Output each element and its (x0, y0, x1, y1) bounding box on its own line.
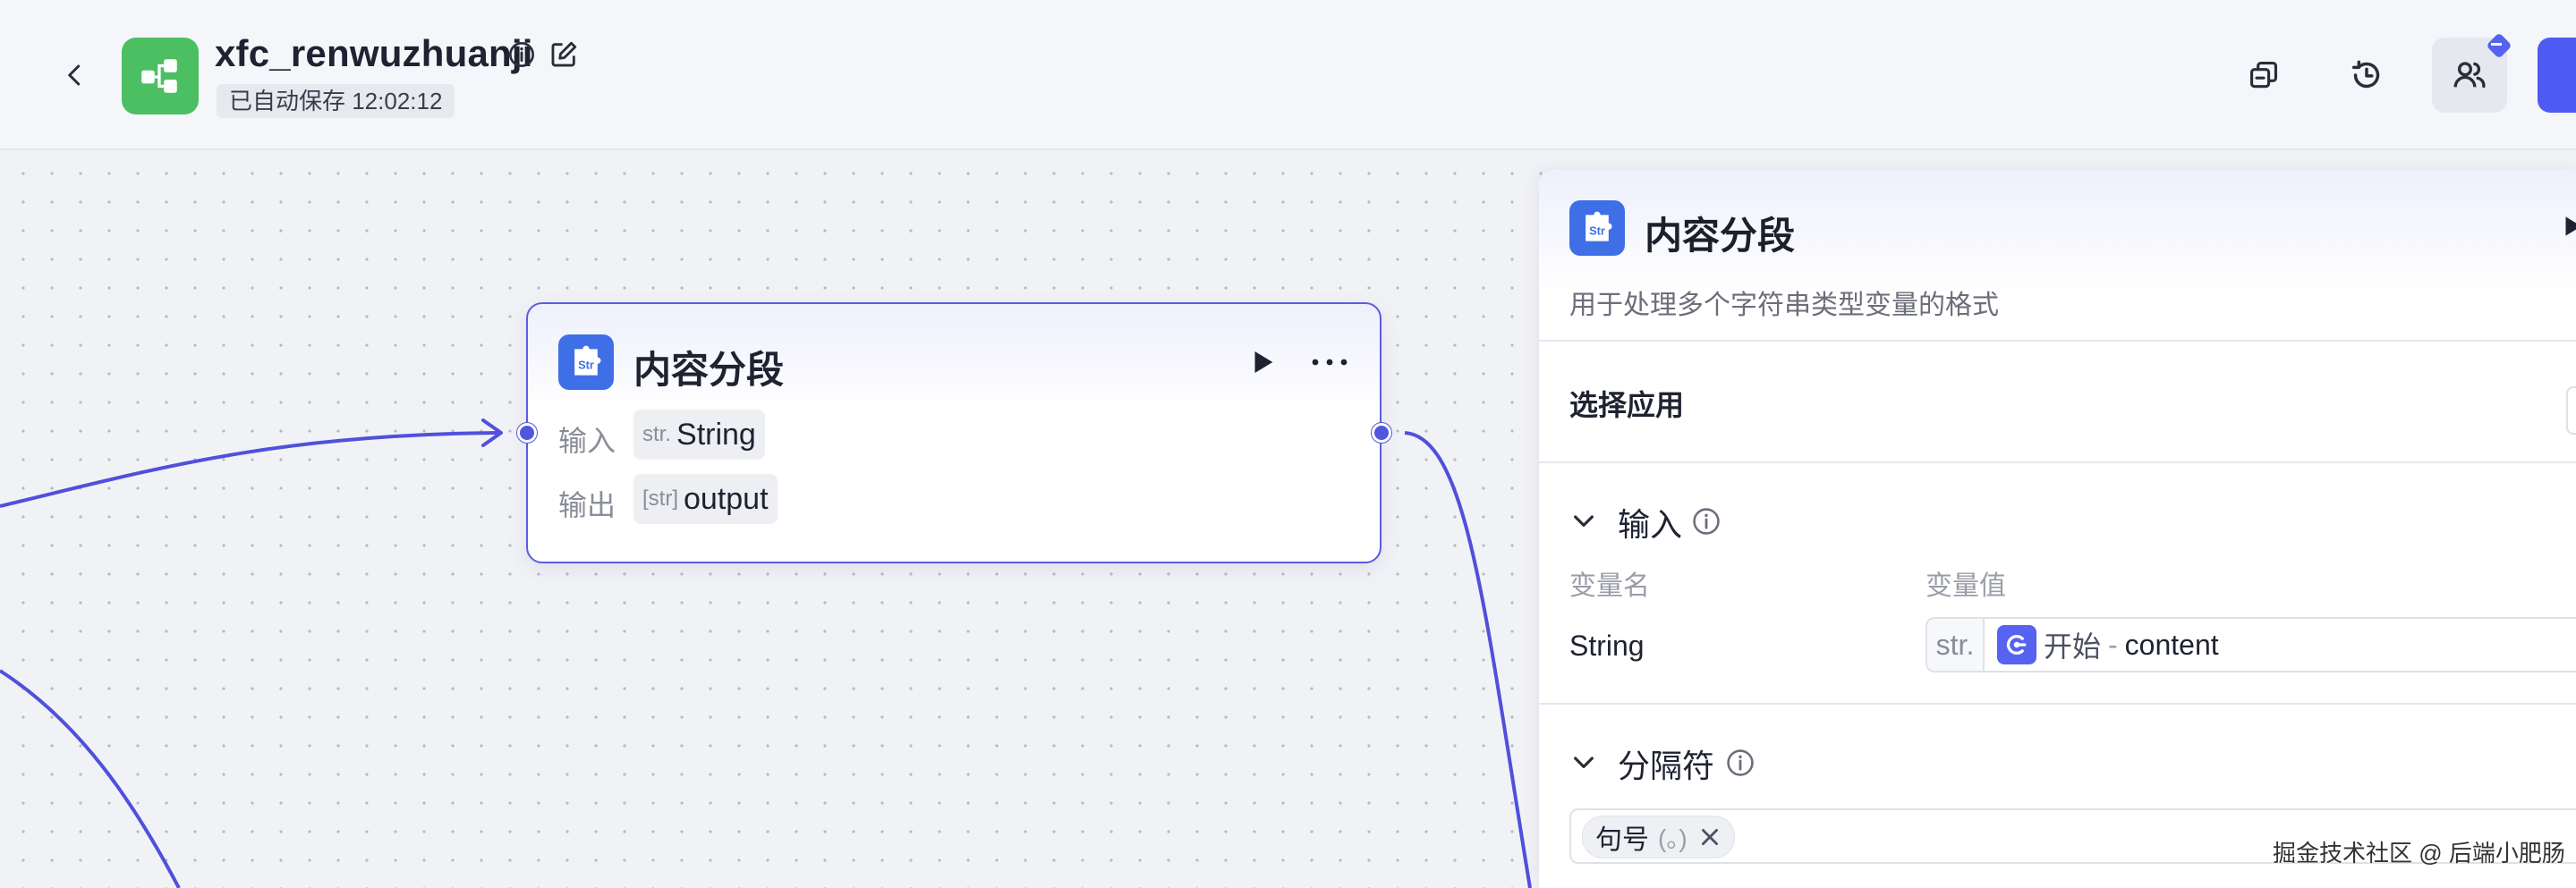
string-plugin-icon: Str (558, 334, 614, 390)
separator-section-title: 分隔符 (1618, 748, 1715, 784)
info-icon[interactable] (1691, 506, 1722, 537)
input-label: 输入 (558, 425, 616, 457)
collaborators-button[interactable] (2432, 32, 2512, 113)
select-app-section: 选择应用 (1539, 342, 2576, 463)
play-icon (2565, 216, 2576, 236)
edit-icon[interactable] (548, 39, 579, 74)
vip-badge (2486, 32, 2512, 59)
col-var-name: 变量名 (1569, 571, 1650, 601)
panel-header: Str 内容分段 用于处理多个字符串类型变量的格式 (1539, 170, 2576, 342)
select-app-control[interactable] (2566, 386, 2576, 435)
svg-text:Str: Str (578, 358, 594, 371)
copy-button[interactable] (2226, 38, 2301, 113)
run-panel-button[interactable] (2559, 211, 2576, 246)
input-section-title: 输入 (1618, 506, 1683, 543)
more-icon (1312, 359, 1348, 366)
start-node-icon (1997, 625, 2036, 664)
chevron-down-icon[interactable] (1569, 748, 1598, 776)
publish-button[interactable] (2538, 38, 2576, 113)
info-icon[interactable] (1725, 748, 1756, 778)
input-value: String (676, 417, 756, 452)
var-reference[interactable]: 开始 - content (1990, 624, 2226, 665)
history-button[interactable] (2329, 38, 2404, 113)
close-icon[interactable] (1698, 825, 1722, 849)
panel-description: 用于处理多个字符串类型变量的格式 (1569, 291, 1999, 320)
input-type: str. (642, 422, 672, 446)
chevron-left-icon (68, 64, 81, 86)
separator-section: 分隔符 (1539, 705, 2576, 888)
separator-tag-symbol: (。) (1658, 825, 1688, 852)
output-type: [str] (642, 486, 678, 511)
play-icon (1254, 351, 1273, 374)
incoming-edge-arrow (481, 419, 503, 447)
ref-separator: - (2108, 628, 2118, 661)
chevron-down-icon[interactable] (1569, 506, 1598, 535)
input-param: str. String (633, 410, 765, 460)
top-bar: xfc_renwuzhuanji 已自动保存 12:02:12 (0, 0, 2576, 150)
node-input-handle[interactable] (517, 423, 537, 443)
history-icon (2351, 60, 2380, 89)
run-node-button[interactable] (1247, 347, 1278, 382)
var-value-field[interactable]: str. 开始 - content (1926, 617, 2576, 672)
app-title: xfc_renwuzhuanji (215, 32, 533, 74)
back-button[interactable] (55, 55, 95, 95)
app-logo (122, 38, 199, 114)
content-split-node[interactable]: Str 内容分段 输入 str. String 输出 [str] output (526, 302, 1382, 563)
var-type[interactable]: str. (1927, 619, 1985, 671)
ref-field-name: content (2124, 628, 2219, 661)
workflow-icon (141, 59, 177, 93)
outgoing-edge (1404, 431, 1532, 888)
output-value: output (684, 481, 769, 516)
node-title: 内容分段 (633, 349, 785, 391)
panel-title: 内容分段 (1645, 215, 1796, 257)
separator-tag-label: 句号 (1595, 825, 1649, 855)
col-var-value: 变量值 (1926, 571, 2006, 601)
lower-edge (0, 669, 181, 888)
copy-icon (2249, 61, 2278, 89)
autosave-status: 已自动保存 12:02:12 (217, 84, 455, 118)
edges-layer (0, 419, 1532, 888)
input-section: 输入 变量名 变量值 String str. 开始 - content (1539, 463, 2576, 705)
ref-node-name: 开始 (2044, 630, 2102, 663)
incoming-edge (0, 431, 498, 508)
node-config-panel: Str 内容分段 用于处理多个字符串类型变量的格式 选择应用 输入 变量名 变量… (1539, 170, 2576, 888)
node-more-button[interactable] (1308, 349, 1351, 380)
var-name: String (1569, 630, 1645, 662)
output-param: [str] output (633, 474, 778, 524)
separator-tag: 句号 (。) (1582, 816, 1735, 858)
node-output-handle[interactable] (1372, 423, 1391, 443)
select-app-label: 选择应用 (1569, 389, 1685, 421)
watermark: 掘金技术社区 @ 后端小肥肠 (2273, 840, 2565, 867)
string-plugin-icon: Str (1569, 200, 1625, 256)
output-label: 输出 (558, 489, 616, 521)
svg-text:Str: Str (1589, 224, 1605, 237)
separator-select-field[interactable]: 句号 (。) (1569, 808, 2576, 864)
info-icon[interactable] (507, 40, 536, 73)
users-icon (2453, 62, 2486, 89)
